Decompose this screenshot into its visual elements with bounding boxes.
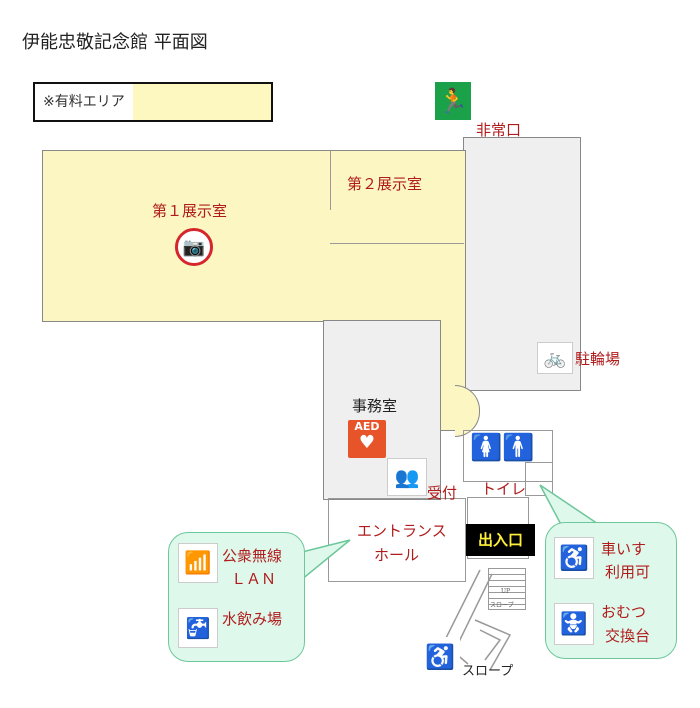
legend-paid-area: ※有料エリア (33, 82, 273, 122)
aed-icon: AED♥ (348, 420, 386, 458)
diaper-label-1: おむつ (601, 603, 647, 621)
female-toilet-icon: 🚺 (470, 433, 503, 463)
male-toilet-icon: 🚹 (502, 433, 535, 463)
wifi-label-1: 公衆無線 (222, 547, 283, 565)
no-photography-icon: 📷 (175, 228, 213, 266)
legend-label: ※有料エリア (35, 84, 133, 120)
entrance-hall-label-2: ホール (374, 546, 420, 564)
diaper-changing-icon: 🚼 (554, 603, 594, 645)
reception-icon: 👥 (387, 458, 427, 496)
wheelchair-label-2: 利用可 (605, 563, 651, 581)
wheelchair-slope-icon: ♿ (420, 637, 460, 677)
reception-label: 受付 (427, 484, 458, 502)
emergency-exit-label: 非常口 (476, 121, 522, 139)
office-label: 事務室 (352, 397, 398, 415)
stairs (488, 568, 526, 610)
bicycle-parking-label: 駐輪場 (575, 350, 621, 368)
wheelchair-icon: ♿ (554, 537, 594, 579)
exhibit-room-1 (42, 150, 466, 322)
diaper-label-2: 交換台 (605, 627, 651, 645)
toilet-label: トイレ (481, 480, 527, 498)
emergency-exit-icon: 🏃 (435, 82, 471, 120)
aed-text: AED (354, 420, 380, 433)
slope-label: スロープ (462, 664, 514, 679)
toilet-area (463, 430, 553, 482)
entrance-label: 出入口 (466, 524, 535, 556)
drinking-fountain-label: 水飲み場 (222, 610, 283, 628)
wifi-icon: 📶 (178, 543, 218, 583)
exhibit-room-1-label: 第１展示室 (152, 202, 228, 220)
drinking-fountain-icon: 🚰 (178, 608, 218, 648)
stairs-up-label: UP (501, 588, 511, 595)
bicycle-icon: 🚲 (537, 342, 573, 374)
accessible-toilet (525, 462, 553, 496)
page-title: 伊能忠敬記念館 平面図 (22, 32, 208, 53)
entrance-hall-label-1: エントランス (357, 522, 447, 540)
exhibit-room-2-label: 第２展示室 (347, 175, 423, 193)
stairs-slope-label: スロープ (490, 602, 514, 609)
entrance-hall (328, 498, 466, 582)
wheelchair-label-1: 車いす (601, 540, 647, 558)
wifi-label-2: ＬＡＮ (231, 570, 277, 588)
